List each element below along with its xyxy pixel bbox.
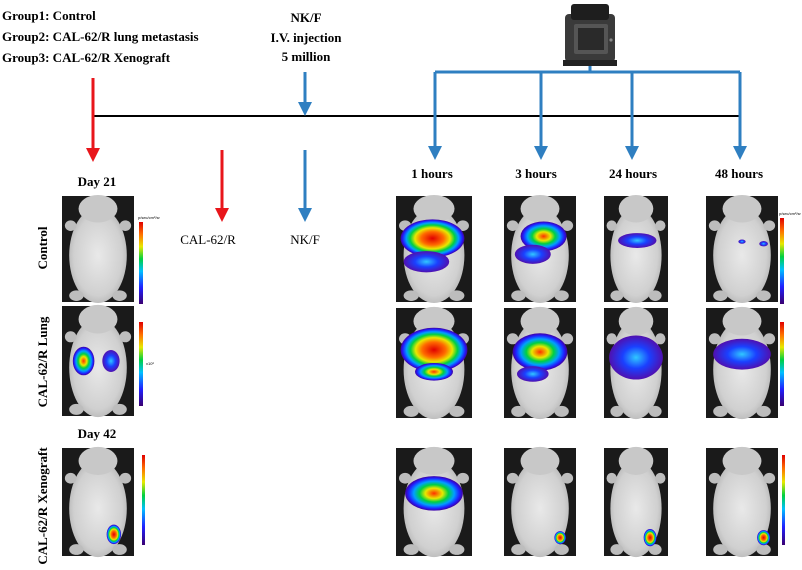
day21-label: Day 21 [78, 174, 117, 189]
mouse-24h-control [604, 194, 668, 304]
colorbar-48h-lung [780, 322, 784, 406]
legend-nkf-label: NK/F [290, 232, 320, 247]
injection-agent: NK/F [290, 10, 321, 25]
mouse-1h-xeno [396, 446, 472, 558]
colorbar-48h-control: p/sec/cm²/sr [779, 211, 801, 304]
row-label-xenograft: CAL-62/R Xenograft [35, 447, 50, 565]
injection-dose: 5 million [282, 49, 332, 64]
legend-cal-arrow [215, 150, 229, 222]
imaging-bracket [433, 66, 742, 148]
row-label-control: Control [35, 226, 50, 269]
svg-text:p/sec/cm²/sr: p/sec/cm²/sr [138, 215, 160, 220]
mouse-1h-control [396, 194, 472, 304]
mouse-day42-xeno [62, 446, 134, 558]
svg-text:p/sec/cm²/sr: p/sec/cm²/sr [779, 211, 801, 216]
mouse-3h-lung [504, 306, 576, 420]
imaging-system-icon [563, 4, 617, 66]
mouse-24h-xeno [604, 446, 668, 558]
svg-text:x10⁶: x10⁶ [146, 361, 154, 366]
time-label-48h: 48 hours [715, 166, 763, 181]
colorbar-48h-xeno [782, 455, 785, 545]
mouse-48h-xeno [706, 446, 778, 558]
time-label-24h: 24 hours [609, 166, 657, 181]
mouse-day21-control [62, 194, 134, 304]
group3-label: Group3: CAL-62/R Xenograft [2, 50, 171, 65]
imaging-arrowheads [428, 146, 747, 160]
time-label-1h: 1 hours [411, 166, 453, 181]
colorbar-day21-control: p/sec/cm²/sr [138, 215, 160, 304]
nk-injection-arrow [298, 72, 312, 116]
time-label-3h: 3 hours [515, 166, 557, 181]
colorbar-day21-lung: x10⁶ [139, 322, 154, 406]
mouse-3h-xeno [504, 446, 576, 558]
legend-cal-label: CAL-62/R [180, 232, 236, 247]
group2-label: Group2: CAL-62/R lung metastasis [2, 29, 199, 44]
mouse-24h-lung [604, 306, 668, 420]
mouse-1h-lung [396, 306, 472, 420]
tumor-inoculation-arrow [86, 78, 100, 162]
group1-label: Group1: Control [2, 8, 96, 23]
mouse-day21-lung [62, 304, 134, 418]
row-label-lung: CAL-62/R Lung [35, 316, 50, 407]
legend-nkf-arrow [298, 150, 312, 222]
injection-route: I.V. injection [271, 30, 343, 45]
mouse-48h-control [706, 194, 778, 304]
mouse-3h-control [504, 194, 576, 304]
mouse-48h-lung [706, 306, 778, 420]
colorbar-day42-xeno [142, 455, 145, 545]
day42-label: Day 42 [78, 426, 117, 441]
